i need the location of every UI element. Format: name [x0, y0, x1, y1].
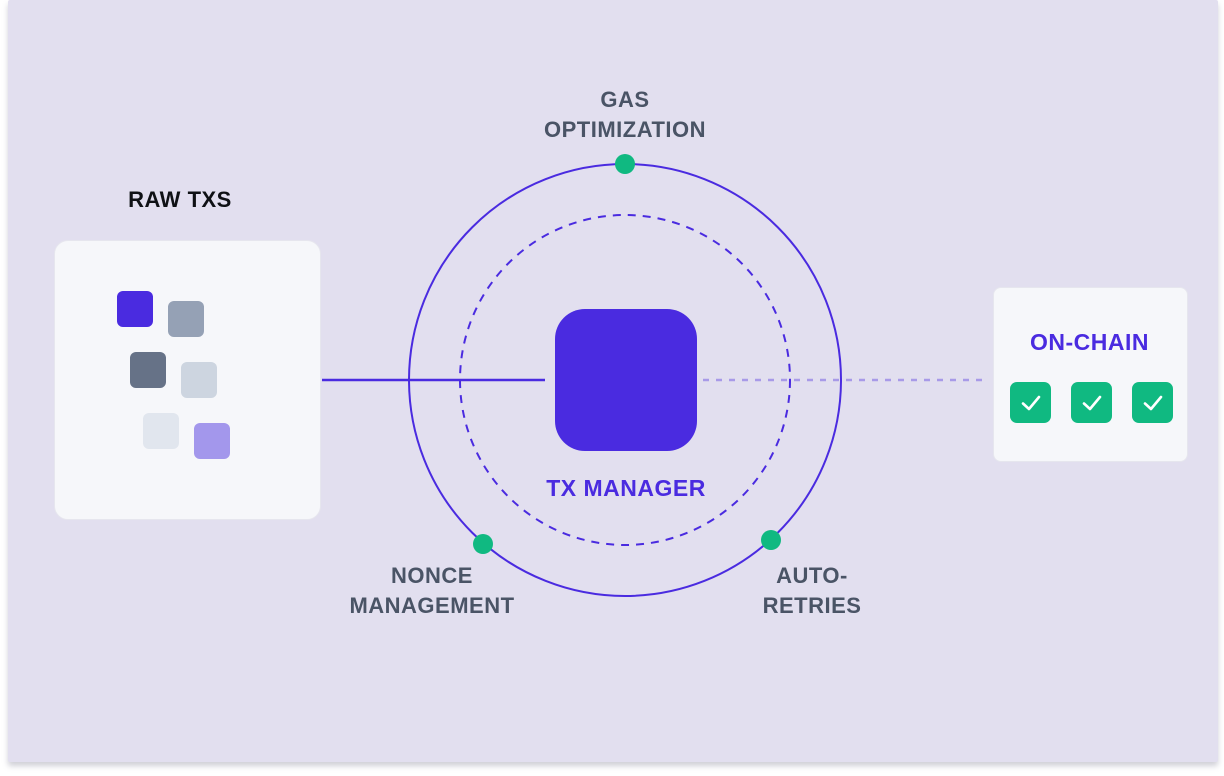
- tx-manager-label: TX MANAGER: [546, 475, 706, 501]
- tx-square: [117, 291, 153, 327]
- check-icon: [1071, 382, 1112, 423]
- nonce-node: [473, 534, 493, 554]
- on-chain-title: ON-CHAIN: [1030, 329, 1149, 355]
- tx-square: [130, 352, 166, 388]
- retries-node: [761, 530, 781, 550]
- inner-dashed-ring: [459, 214, 791, 546]
- raw-txs-panel: [54, 240, 321, 520]
- nonce-management-label: NONCE MANAGEMENT: [349, 563, 515, 618]
- tx-square: [194, 423, 230, 459]
- raw-txs-title: RAW TXS: [128, 187, 232, 212]
- gas-node: [615, 154, 635, 174]
- check-icon: [1132, 382, 1173, 423]
- gas-optimization-label: GAS OPTIMIZATION: [543, 87, 707, 142]
- tx-square: [181, 362, 217, 398]
- tx-square: [143, 413, 179, 449]
- auto-retries-label: AUTO- RETRIES: [762, 563, 862, 618]
- on-chain-panel: [993, 287, 1188, 462]
- tx-square: [168, 301, 204, 337]
- check-icon: [1010, 382, 1051, 423]
- tx-manager-box: [555, 309, 697, 451]
